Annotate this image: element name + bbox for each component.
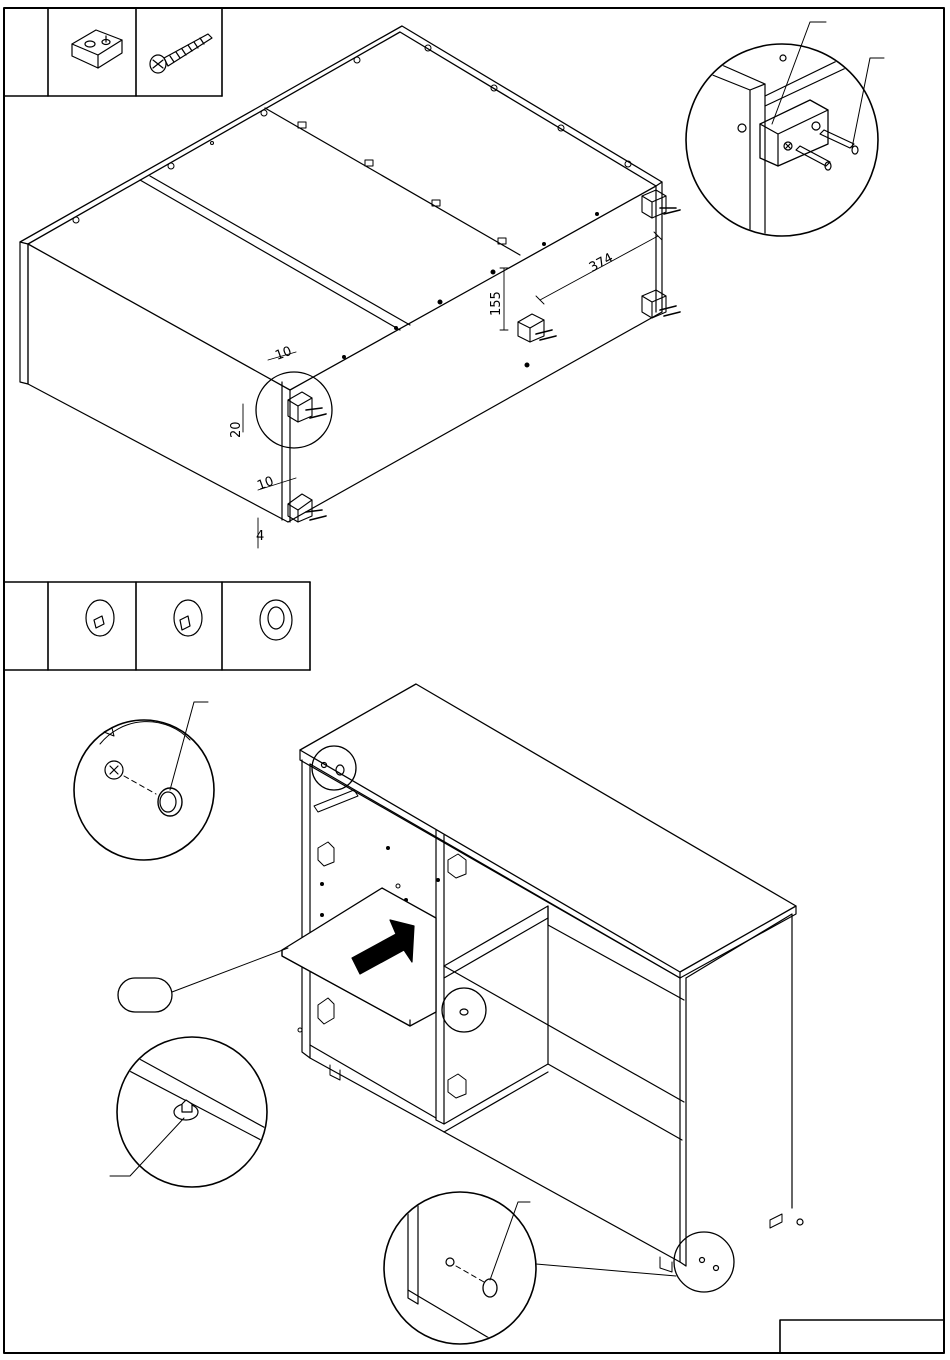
connector-block (288, 494, 326, 522)
dimension-20: 20 (229, 421, 244, 438)
rim-holes (73, 45, 631, 223)
detail-view-shelf-pin (110, 1037, 280, 1187)
divider-connectors (298, 122, 599, 367)
cabinet-step2 (282, 684, 803, 1292)
screw-icon (150, 34, 212, 73)
cabinet-step1: 374 155 10 20 10 4 (20, 26, 680, 548)
connector-block (518, 314, 556, 342)
dimension-10-top: 10 (273, 344, 294, 364)
page-border (4, 8, 944, 1353)
connector-block (642, 290, 680, 318)
parts-legend-step1 (4, 8, 222, 96)
dimension-4: 4 (256, 529, 264, 544)
shelf-pin-icon (174, 600, 202, 636)
shelf-pin-icon (86, 600, 114, 636)
connector-block (642, 190, 680, 218)
label-bubble (118, 948, 288, 1012)
parts-legend-step2 (4, 582, 310, 670)
dimension-374: 374 (587, 251, 616, 276)
detail-view-cap-bottom (384, 1190, 676, 1360)
detail-view-step1 (686, 22, 884, 240)
detail-marker-circle (442, 988, 486, 1032)
dimension-10-bottom: 10 (255, 474, 276, 494)
detail-marker-circle (256, 372, 332, 448)
detail-marker-circle (312, 746, 356, 790)
dimension-lines (243, 232, 662, 548)
cover-cap-icon (260, 600, 292, 640)
dimension-155: 155 (489, 291, 504, 316)
detail-view-cap-top (74, 702, 214, 860)
page-number-box (780, 1320, 944, 1353)
connector-block-icon (72, 30, 122, 68)
connector-block (288, 392, 326, 422)
